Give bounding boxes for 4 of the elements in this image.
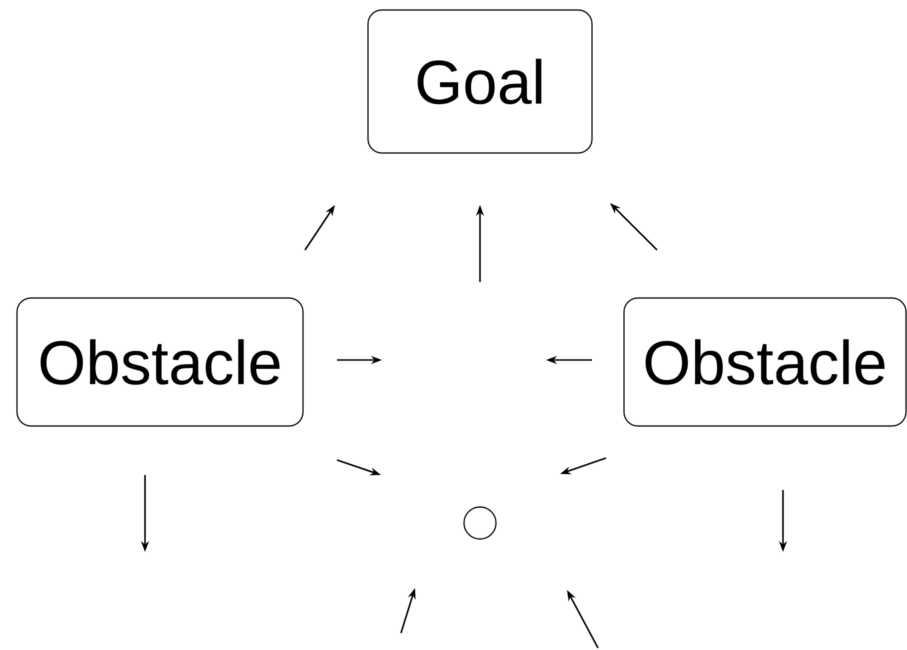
text-box: Obstacle [16,297,304,427]
text-box: Obstacle [623,297,907,427]
circle-shape [463,506,497,540]
text-box: Goal [367,9,593,154]
